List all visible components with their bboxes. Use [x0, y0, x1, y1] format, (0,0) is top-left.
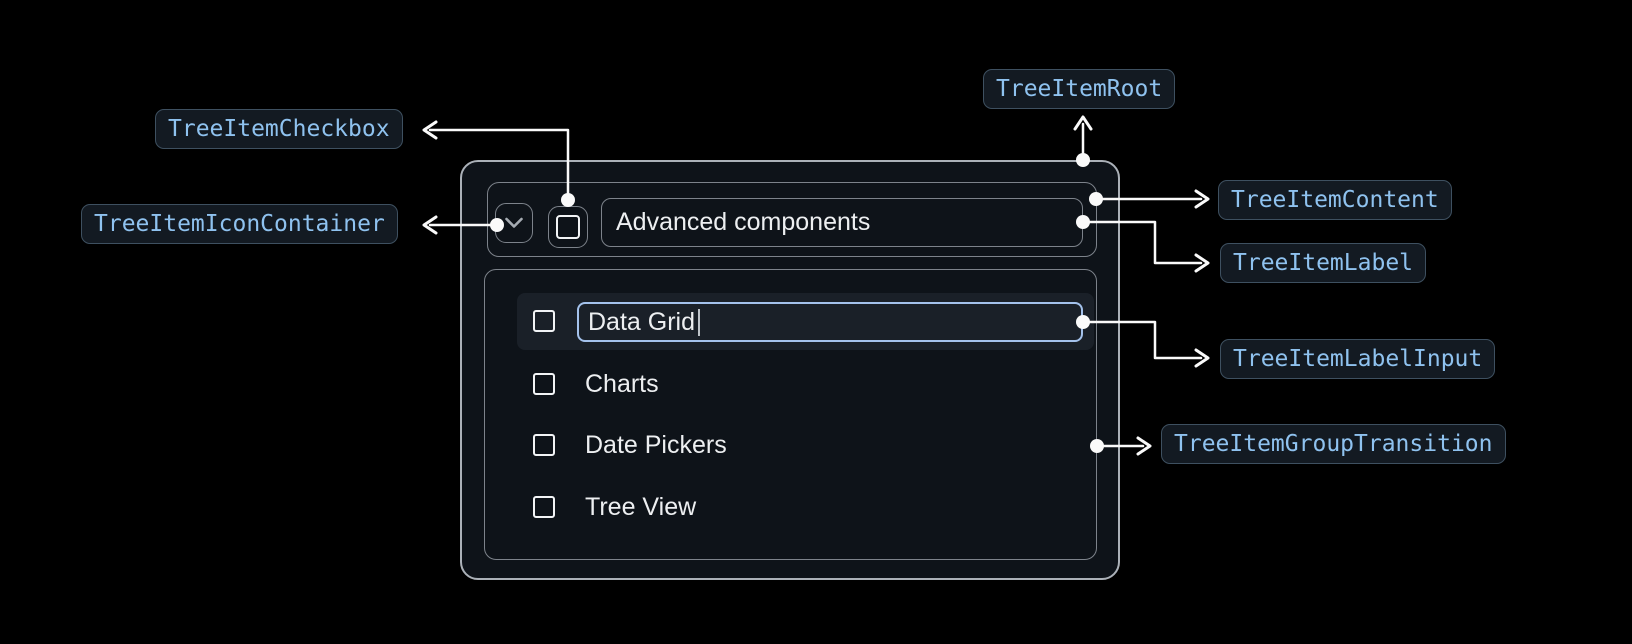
arrowhead-right: [1136, 436, 1152, 456]
tree-item-content[interactable]: [487, 182, 1097, 257]
tree-item-label: Tree View: [585, 492, 697, 521]
text-cursor: [697, 308, 701, 336]
arrowhead-left: [422, 215, 438, 235]
annotation-tree-item-label-input: TreeItemLabelInput: [1220, 339, 1496, 379]
arrowhead-right: [1194, 348, 1210, 368]
arrowhead-right: [1194, 189, 1210, 209]
arrowhead-left: [422, 120, 438, 140]
tree-item-row-charts[interactable]: Charts: [517, 356, 1094, 413]
tree-item-label[interactable]: Advanced components: [601, 198, 1083, 247]
tree-item-group-transition: [484, 269, 1097, 560]
parent-item-label: Advanced components: [616, 208, 871, 236]
annotation-tree-item-label: TreeItemLabel: [1220, 243, 1427, 283]
annotation-tree-item-content: TreeItemContent: [1218, 180, 1452, 220]
tree-item-checkbox[interactable]: [533, 372, 555, 395]
tree-item-label: Date Pickers: [585, 431, 727, 459]
arrowhead-up: [1073, 115, 1093, 131]
tree-item-checkbox[interactable]: [533, 310, 555, 332]
tree-item-icon-container[interactable]: [495, 203, 533, 243]
checkbox-icon: [556, 215, 580, 239]
tree-item-row-date-pickers[interactable]: Date Pickers: [517, 417, 1094, 474]
tree-item-checkbox[interactable]: [533, 434, 555, 456]
tree-item-checkbox[interactable]: [533, 495, 555, 518]
annotation-tree-item-icon-container: TreeItemIconContainer: [81, 204, 398, 244]
label-input-value: Data Grid: [588, 307, 695, 336]
arrowhead-right: [1194, 253, 1210, 273]
annotation-tree-item-root: TreeItemRoot: [983, 69, 1176, 109]
tree-item-label: Charts: [585, 369, 659, 398]
tree-item-label-input[interactable]: Data Grid: [577, 302, 1083, 342]
tree-item-row-data-grid[interactable]: Data Grid: [517, 293, 1094, 350]
tree-item-root: [460, 160, 1120, 580]
tree-item-row-tree-view[interactable]: Tree View: [517, 479, 1094, 536]
annotation-tree-item-checkbox: TreeItemCheckbox: [155, 109, 403, 149]
annotation-tree-item-group-transition: TreeItemGroupTransition: [1161, 424, 1506, 464]
chevron-down-icon: [505, 217, 523, 228]
tree-item-checkbox[interactable]: [548, 206, 588, 248]
